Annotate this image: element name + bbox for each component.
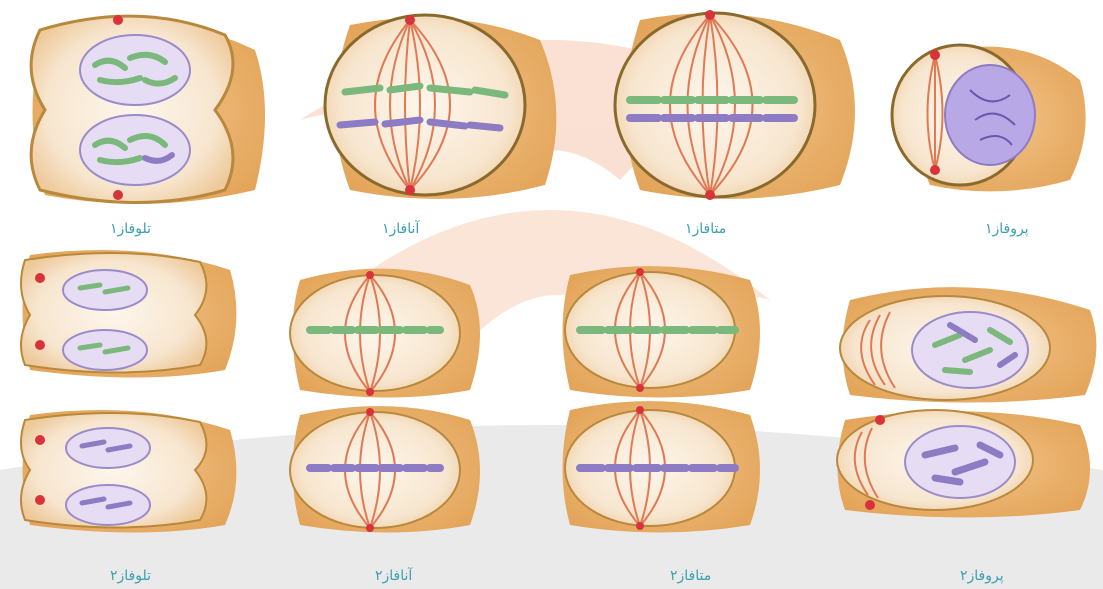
metaphase1-cell (615, 10, 855, 200)
prophase2-cells (837, 287, 1096, 517)
metaphase2-cells (563, 266, 761, 532)
label-prophase1: پروفاز۱ (985, 221, 1029, 237)
telophase1-cell (31, 15, 265, 204)
label-anaphase2: آنافاز۲ (375, 568, 412, 584)
label-metaphase2: متافاز۲ (670, 568, 711, 584)
prophase1-cell (892, 45, 1086, 191)
telophase2-cells (21, 250, 236, 533)
anaphase1-cell (325, 15, 556, 199)
label-telophase1: تلوفاز۱ (110, 221, 151, 237)
label-prophase2: پروفاز۲ (960, 568, 1004, 584)
label-metaphase1: متافاز۱ (685, 221, 726, 237)
anaphase2-cells (290, 269, 480, 533)
label-telophase2: تلوفاز۲ (110, 568, 151, 584)
label-anaphase1: آنافاز۱ (382, 221, 419, 237)
